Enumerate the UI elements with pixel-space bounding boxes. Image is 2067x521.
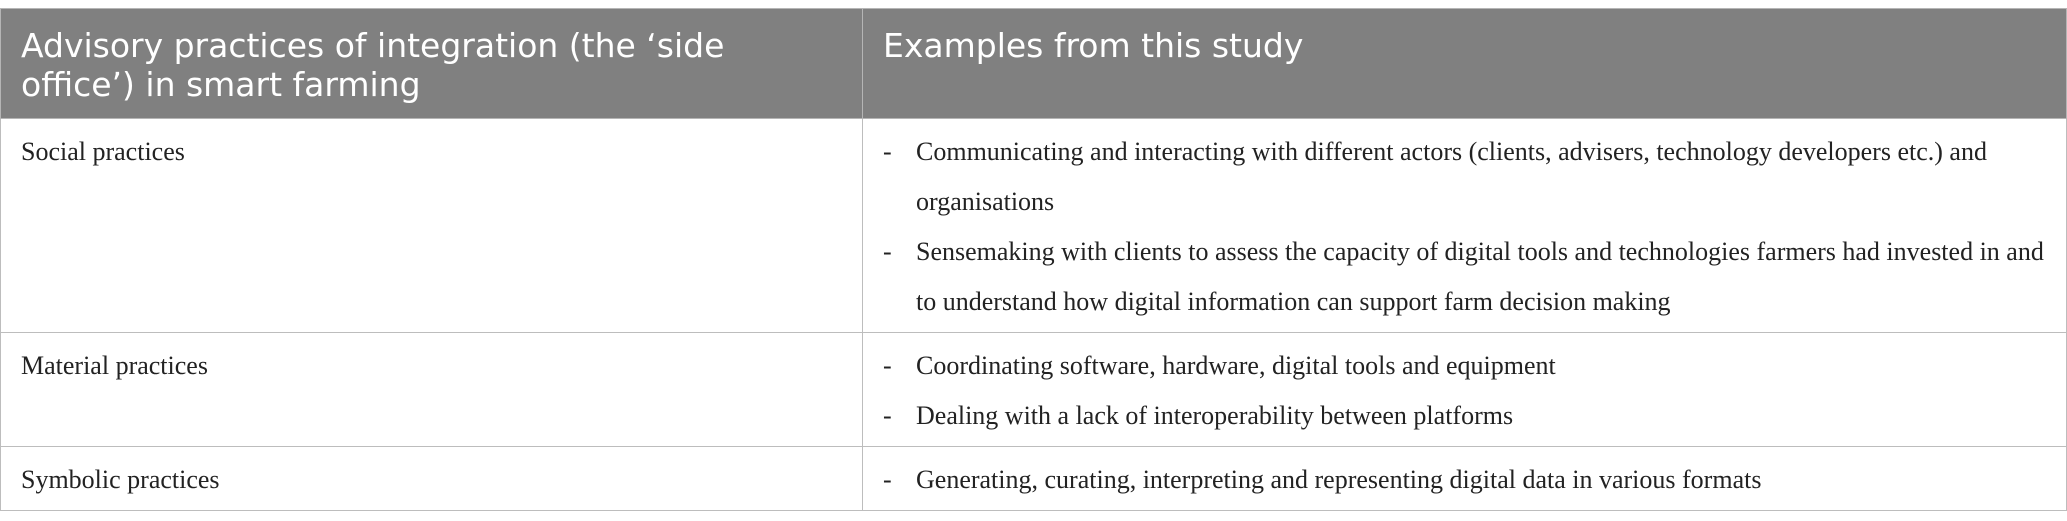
list-item: -Generating, curating, interpreting and … (883, 455, 2046, 505)
row-examples: -Coordinating software, hardware, digita… (862, 332, 2067, 447)
row-label: Material practices (0, 332, 863, 447)
practices-table: Advisory practices of integration (the ‘… (0, 8, 2067, 511)
header-examples: Examples from this study (862, 8, 2067, 119)
table-row: Material practices -Coordinating softwar… (0, 332, 2067, 447)
bullet-marker: - (883, 351, 892, 380)
list-item: -Communicating and interacting with diff… (883, 127, 2046, 227)
list-item: -Sensemaking with clients to assess the … (883, 227, 2046, 327)
row-label: Symbolic practices (0, 446, 863, 511)
header-practices: Advisory practices of integration (the ‘… (0, 8, 863, 119)
example-text: Dealing with a lack of interoperability … (916, 401, 1514, 430)
bullet-marker: - (883, 401, 892, 430)
example-text: Coordinating software, hardware, digital… (916, 351, 1556, 380)
bullet-marker: - (883, 465, 892, 494)
example-text: Communicating and interacting with diffe… (916, 137, 1987, 216)
example-text: Generating, curating, interpreting and r… (916, 465, 1762, 494)
list-item: -Coordinating software, hardware, digita… (883, 341, 2046, 391)
row-examples: -Communicating and interacting with diff… (862, 118, 2067, 333)
table-row: Symbolic practices -Generating, curating… (0, 446, 2067, 511)
bullet-marker: - (883, 137, 892, 166)
example-text: Sensemaking with clients to assess the c… (916, 237, 2044, 316)
bullet-marker: - (883, 237, 892, 266)
list-item: -Dealing with a lack of interoperability… (883, 391, 2046, 441)
table-row: Social practices -Communicating and inte… (0, 118, 2067, 333)
row-label: Social practices (0, 118, 863, 333)
header-row: Advisory practices of integration (the ‘… (0, 8, 2067, 119)
row-examples: -Generating, curating, interpreting and … (862, 446, 2067, 511)
